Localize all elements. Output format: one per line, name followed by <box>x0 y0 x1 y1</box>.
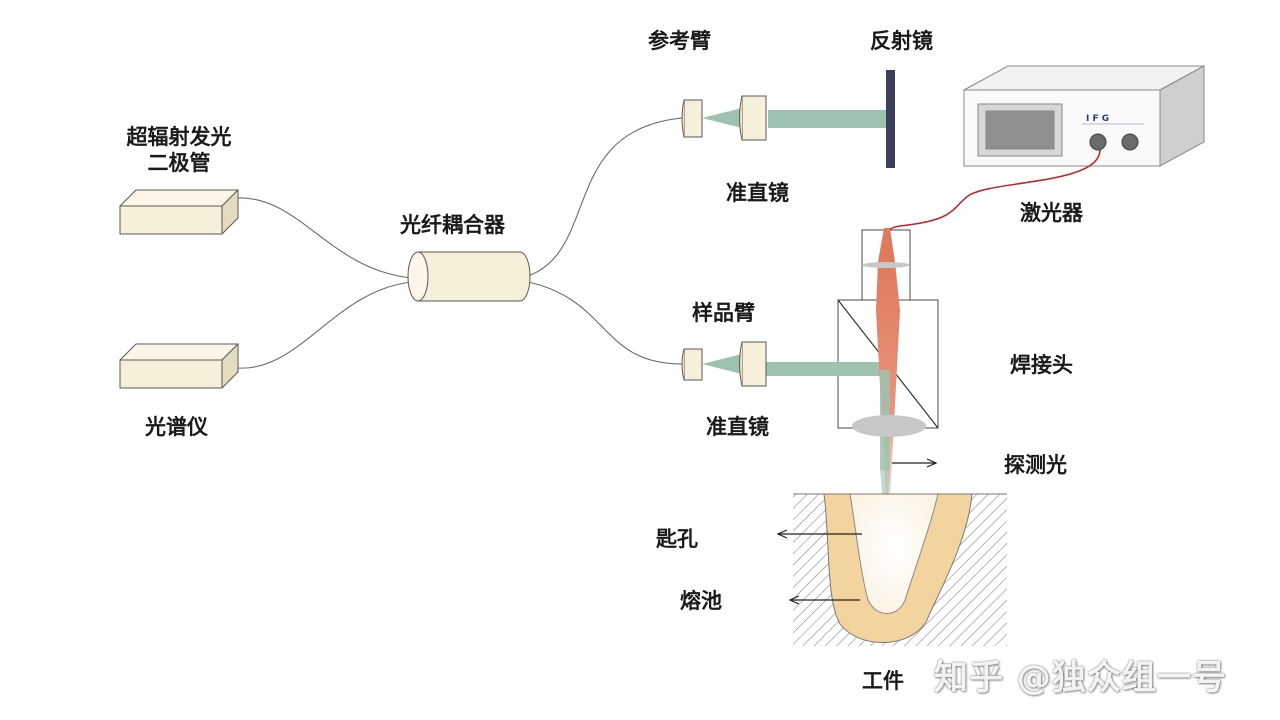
reference-beam-cone <box>702 108 742 128</box>
sld-box <box>119 189 239 235</box>
optical-fibers <box>237 117 683 369</box>
reference-collimator-lens <box>739 95 767 141</box>
watermark: 知乎 @独众组一号 <box>934 658 1227 698</box>
welding-head-upper-lens <box>862 262 910 268</box>
collimator-top-label: 准直镜 <box>726 181 789 205</box>
sld-label: 超辐射发光 二极管 <box>118 124 240 177</box>
fiber-coupler <box>407 251 531 302</box>
sample-arm-label: 样品臂 <box>692 301 755 325</box>
sample-fiber-connector <box>681 348 703 381</box>
sample-collimator-lens <box>739 341 767 387</box>
welding-head-focus-lens <box>852 415 926 437</box>
sld-label-line2: 二极管 <box>147 151 211 176</box>
reference-fiber-connector <box>681 99 703 138</box>
spectrometer-label: 光谱仪 <box>145 415 208 439</box>
reference-arm <box>681 70 895 168</box>
mirror-label: 反射镜 <box>870 29 933 53</box>
probe-light-label: 探测光 <box>1004 453 1067 477</box>
laser-screen <box>985 110 1055 150</box>
sld-label-line1: 超辐射发光 <box>126 125 232 149</box>
reflective-mirror <box>886 70 895 168</box>
keyhole <box>849 493 939 614</box>
fiber-sld-to-coupler <box>237 197 413 279</box>
reference-beam <box>768 110 886 128</box>
molten-pool-label: 熔池 <box>680 589 722 613</box>
fiber-spectrometer-to-coupler <box>237 281 413 369</box>
sample-beam-horizontal <box>766 362 888 376</box>
welding-head-label: 焊接头 <box>1010 353 1073 377</box>
sample-beam-cone <box>702 354 742 374</box>
laser-cable <box>885 149 1101 237</box>
workpiece-label: 工件 <box>862 669 904 693</box>
coupler-label: 光纤耦合器 <box>400 213 505 237</box>
workpiece <box>793 493 1007 646</box>
keyhole-label: 匙孔 <box>656 527 698 551</box>
laser-label: 激光器 <box>1020 201 1083 225</box>
collimator-bottom-label: 准直镜 <box>706 415 769 439</box>
fiber-coupler-to-reference <box>527 117 683 277</box>
reference-arm-label: 参考臂 <box>648 29 711 53</box>
sample-arm <box>681 341 888 387</box>
fiber-coupler-to-sample <box>527 281 683 365</box>
laser-brand-text: I F G <box>1086 114 1109 124</box>
laser-beam-tip <box>878 228 895 262</box>
laser-knob-1 <box>1089 133 1107 151</box>
spectrometer-box <box>119 343 239 389</box>
laser-device <box>963 65 1205 167</box>
laser-knob-2 <box>1121 133 1139 151</box>
